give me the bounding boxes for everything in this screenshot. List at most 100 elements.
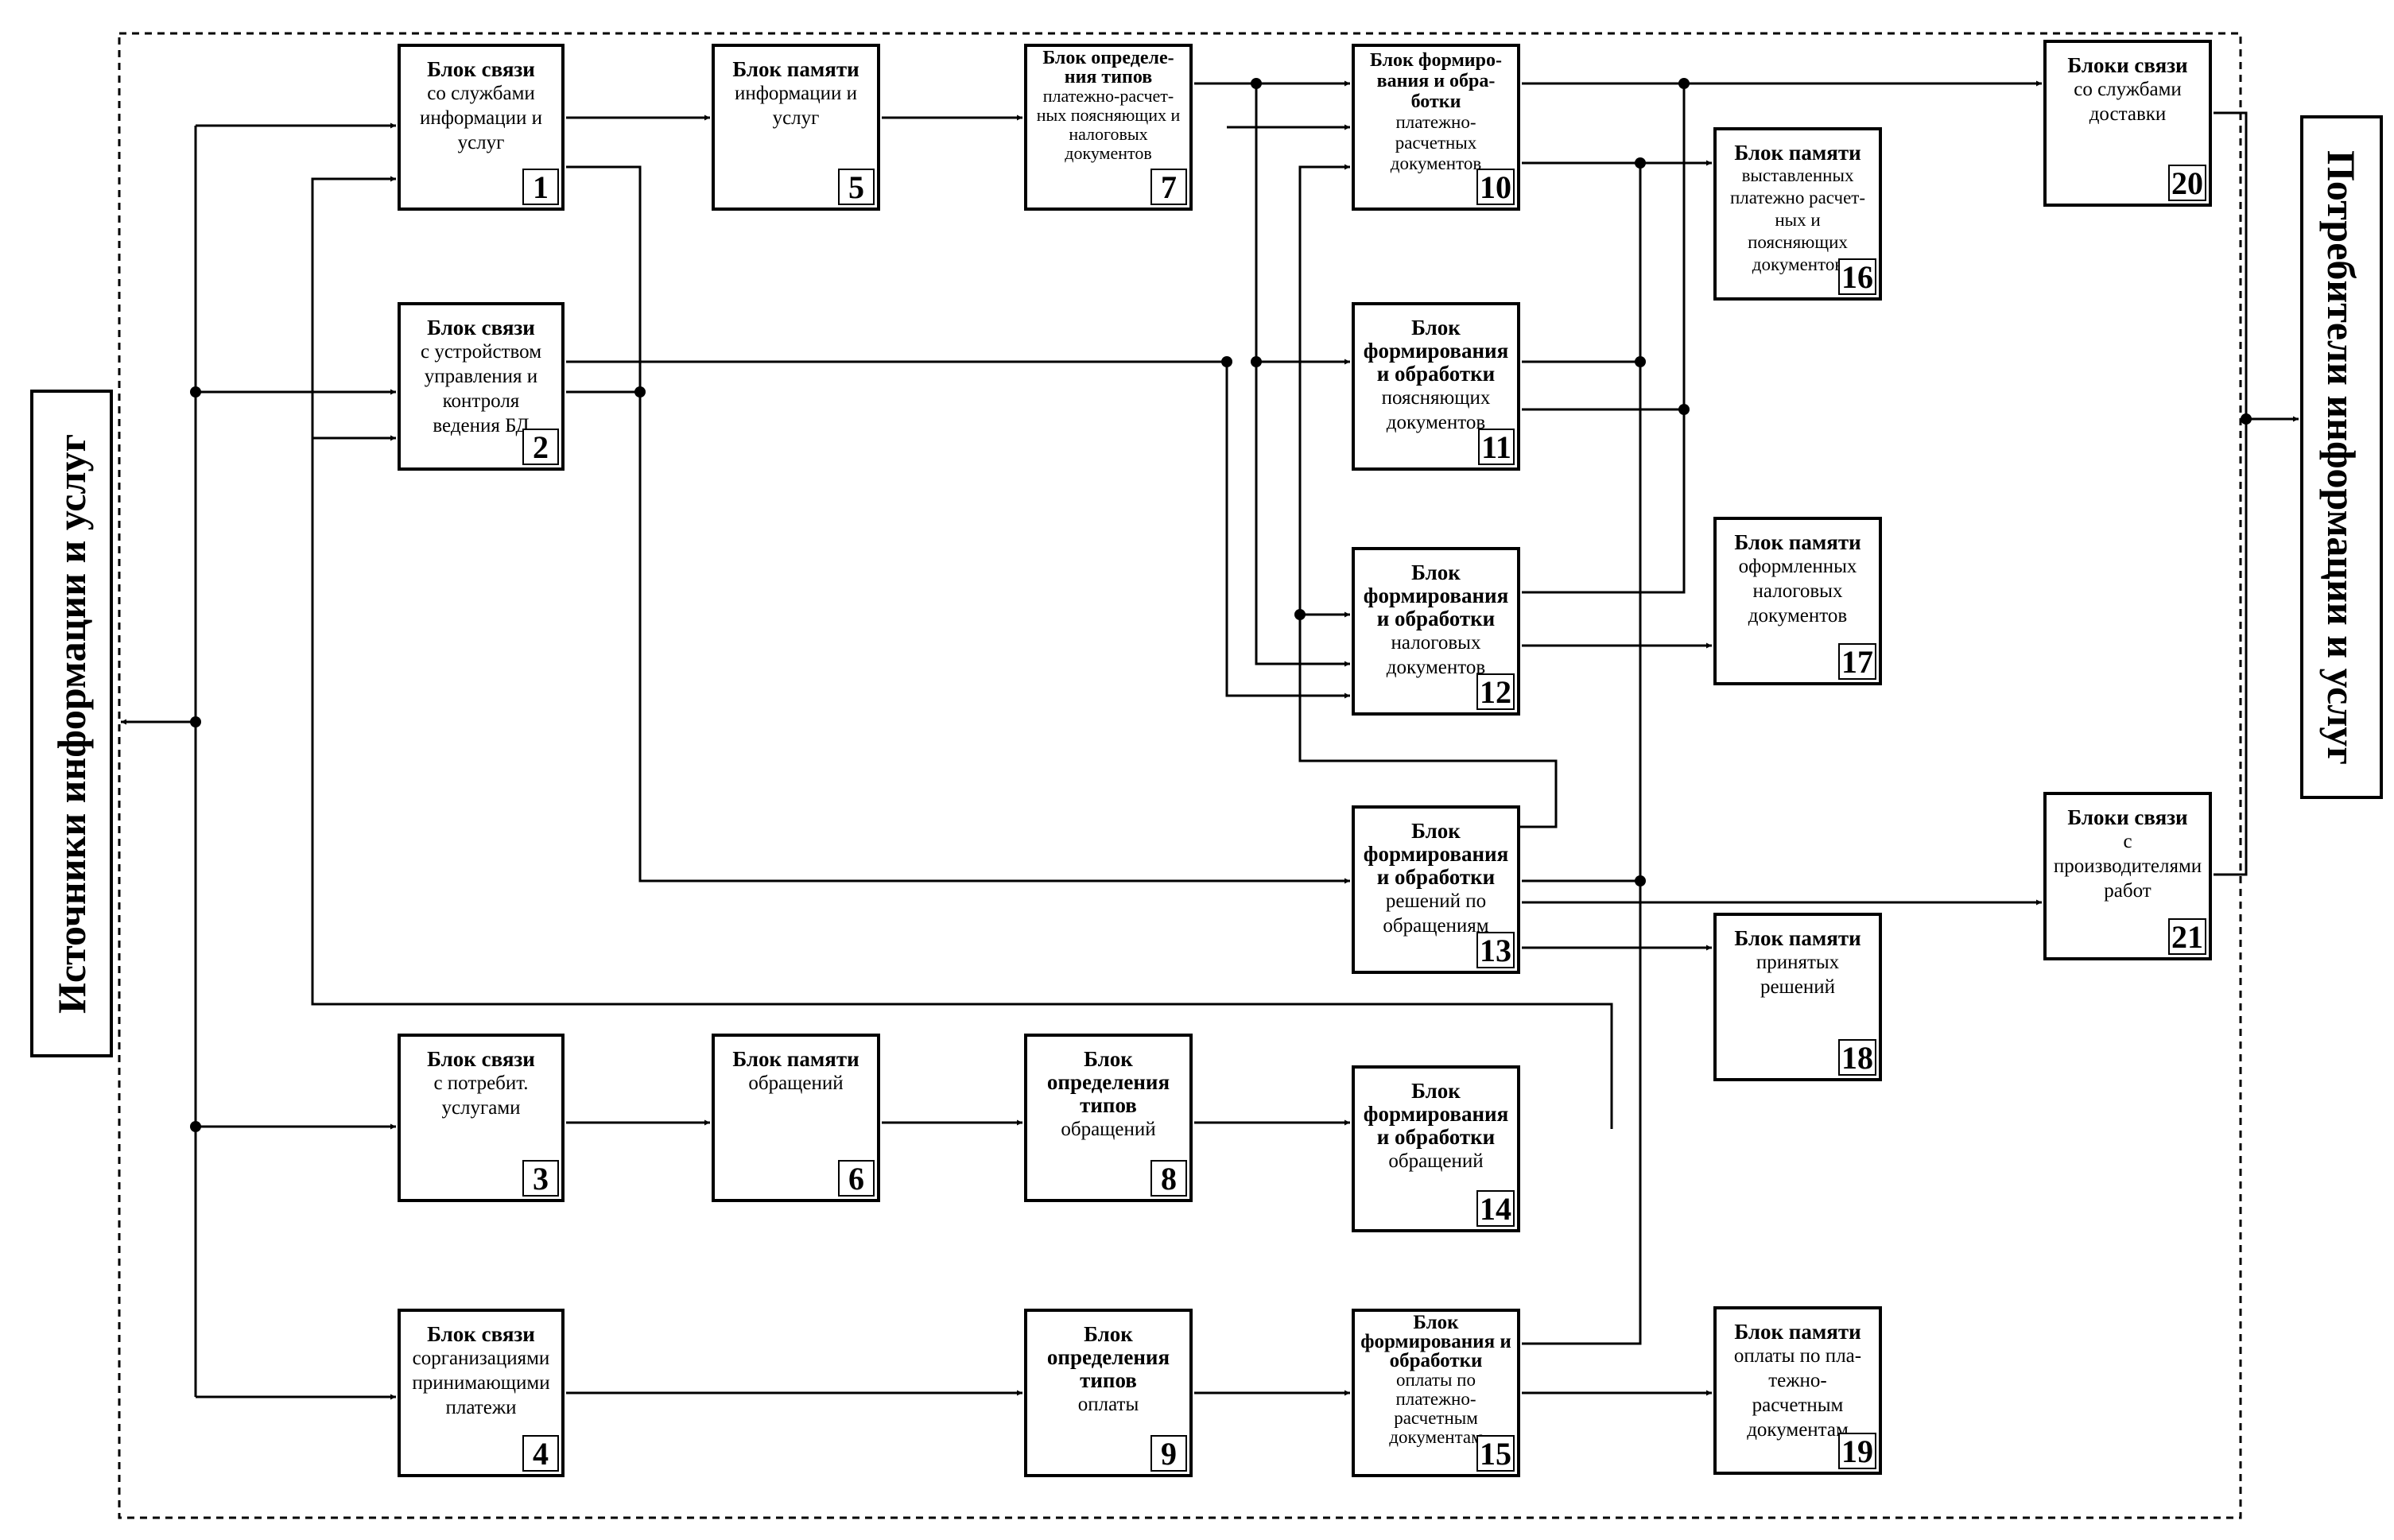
block-5-title: Блок памяти: [715, 47, 877, 81]
junction-dot-3: [190, 1121, 201, 1132]
block-18-number: 18: [1838, 1039, 1876, 1076]
consumer-bus: [2214, 113, 2246, 875]
block-9: Блок определения типов оплаты 9: [1024, 1309, 1193, 1477]
block-11: Блок формирования и обработки поясняющих…: [1352, 302, 1520, 471]
block-8-text: обращений: [1027, 1117, 1189, 1142]
sources-label: Источники информации и услуг: [30, 390, 113, 1057]
block-6-number: 6: [838, 1160, 875, 1197]
block-7-number: 7: [1150, 169, 1187, 205]
block-15: Блок формирования и обработки оплаты по …: [1352, 1309, 1520, 1477]
junction-dot-11: [1678, 404, 1690, 415]
junction-dot-2: [190, 386, 201, 398]
block-2-text: с устройством управления и контроля веде…: [401, 339, 561, 438]
block-17-text: оформленных налоговых документов: [1717, 554, 1879, 628]
block-4-text: сорганизациями принимающими платежи: [401, 1346, 561, 1420]
block-3: Блок связи с потребит. услугами 3: [398, 1034, 565, 1202]
junction-dot-5: [1221, 356, 1232, 367]
block-6-text: обращений: [715, 1071, 877, 1096]
block-16-title: Блок памяти: [1717, 130, 1879, 165]
sources-label-text: Источники информации и услуг: [49, 433, 94, 1013]
consumers-label-text: Потребители информации и услуг: [2319, 150, 2364, 765]
junction-dot-10: [1635, 356, 1646, 367]
block-13-text: решений по обращениям: [1355, 889, 1517, 938]
block-3-title: Блок связи: [401, 1037, 561, 1071]
block-12: Блок формирования и обработки налоговых …: [1352, 547, 1520, 716]
arrow-13-to-10: [1300, 167, 1556, 827]
block-20-title: Блоки связи: [2047, 43, 2209, 77]
arrow-7-to-11: [1256, 83, 1350, 362]
junction-dot-14: [2241, 413, 2252, 425]
block-10-number: 10: [1476, 169, 1515, 205]
block-1: Блок связи со службами информации и услу…: [398, 44, 565, 211]
block-20-text: со службами доставки: [2047, 77, 2209, 126]
block-9-text: оплаты: [1027, 1392, 1189, 1417]
block-10-text: платежно-расчетных документов: [1355, 112, 1517, 174]
block-13-title: Блок формирования и обработки: [1355, 809, 1517, 889]
consumers-label: Потребители информации и услуг: [2300, 115, 2383, 799]
block-11-title: Блок формирования и обработки: [1355, 305, 1517, 386]
block-7-text: платежно-расчет-ных поясняющих и налогов…: [1027, 87, 1189, 163]
block-14: Блок формирования и обработки обращений …: [1352, 1065, 1520, 1232]
block-20-number: 20: [2168, 165, 2206, 201]
block-13: Блок формирования и обработки решений по…: [1352, 805, 1520, 974]
block-19: Блок памяти оплаты по пла-тежно-расчетны…: [1713, 1306, 1882, 1475]
block-4: Блок связи сорганизациями принимающими п…: [398, 1309, 565, 1477]
block-3-text: с потребит. услугами: [401, 1071, 561, 1120]
junction-dot-1: [190, 716, 201, 727]
block-6: Блок памяти обращений 6: [712, 1034, 880, 1202]
block-2: Блок связи с устройством управления и ко…: [398, 302, 565, 471]
block-15-number: 15: [1476, 1435, 1515, 1472]
block-5-number: 5: [838, 169, 875, 205]
block-18-title: Блок памяти: [1717, 916, 1879, 950]
block-21: Блоки связи с производителями работ 21: [2043, 792, 2212, 960]
block-12-text: налоговых документов: [1355, 630, 1517, 680]
block-2-title: Блок связи: [401, 305, 561, 339]
block-6-title: Блок памяти: [715, 1037, 877, 1071]
block-16-number: 16: [1838, 258, 1876, 295]
system-boundary: [119, 33, 2241, 1518]
block-14-title: Блок формирования и обработки: [1355, 1069, 1517, 1149]
block-21-text: с производителями работ: [2047, 829, 2209, 903]
arrow-2-to-12: [566, 362, 1350, 696]
junction-dot-7: [1251, 78, 1262, 89]
block-18-text: принятых решений: [1717, 950, 1879, 999]
block-18: Блок памяти принятых решений 18: [1713, 913, 1882, 1081]
junction-dot-6: [1251, 356, 1262, 367]
block-19-title: Блок памяти: [1717, 1309, 1879, 1344]
block-8-title: Блок определения типов: [1027, 1037, 1189, 1117]
junction-dot-12: [1635, 875, 1646, 886]
block-14-text: обращений: [1355, 1149, 1517, 1173]
block-21-title: Блоки связи: [2047, 795, 2209, 829]
bus-10-12: [1522, 83, 1684, 592]
block-14-number: 14: [1476, 1190, 1515, 1227]
block-7-title: Блок определе-ния типов: [1027, 47, 1189, 87]
block-10: Блок формиро-вания и обра-ботки платежно…: [1352, 44, 1520, 211]
block-12-title: Блок формирования и обработки: [1355, 550, 1517, 630]
block-11-number: 11: [1478, 429, 1515, 465]
block-17: Блок памяти оформленных налоговых докуме…: [1713, 517, 1882, 685]
block-9-number: 9: [1150, 1435, 1187, 1472]
block-8-number: 8: [1150, 1160, 1187, 1197]
block-19-text: оплаты по пла-тежно-расчетным документам: [1717, 1344, 1879, 1442]
block-2-number: 2: [522, 429, 559, 465]
block-13-number: 13: [1476, 932, 1515, 968]
block-4-title: Блок связи: [401, 1312, 561, 1346]
block-19-number: 19: [1838, 1433, 1876, 1469]
block-10-title: Блок формиро-вания и обра-ботки: [1355, 47, 1517, 112]
block-5-text: информации и услуг: [715, 81, 877, 130]
block-15-title: Блок формирования и обработки: [1355, 1312, 1517, 1371]
block-4-number: 4: [522, 1435, 559, 1472]
block-9-title: Блок определения типов: [1027, 1312, 1189, 1392]
block-7: Блок определе-ния типов платежно-расчет-…: [1024, 44, 1193, 211]
block-21-number: 21: [2168, 918, 2206, 955]
junction-dot-13: [1294, 609, 1306, 620]
block-17-title: Блок памяти: [1717, 520, 1879, 554]
block-5: Блок памяти информации и услуг 5: [712, 44, 880, 211]
block-1-number: 1: [522, 169, 559, 205]
block-16: Блок памяти выставленных платежно расчет…: [1713, 127, 1882, 301]
junction-dot-9: [1635, 157, 1646, 169]
block-1-title: Блок связи: [401, 47, 561, 81]
junction-dot-4: [634, 386, 646, 398]
